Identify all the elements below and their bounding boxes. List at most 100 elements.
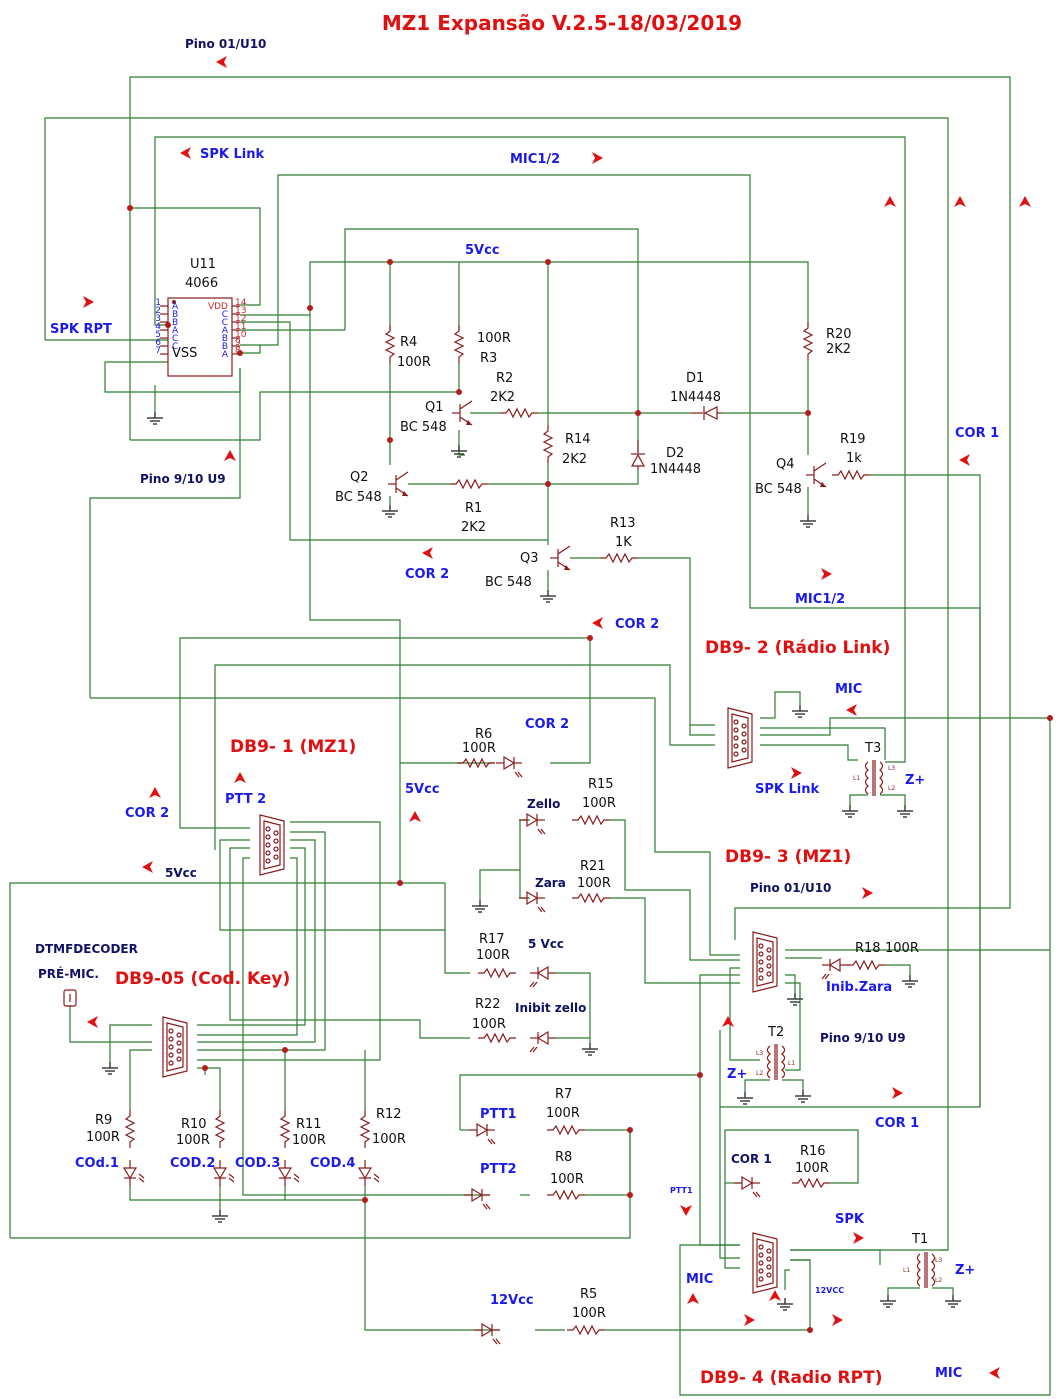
- svg-text:R6: R6: [475, 727, 492, 742]
- svg-text:DB9- 1 (MZ1): DB9- 1 (MZ1): [230, 737, 356, 757]
- ic-value: 4066: [185, 276, 218, 291]
- ic-pin-name: VDD: [208, 302, 228, 312]
- svg-text:5 Vcc: 5 Vcc: [528, 937, 564, 951]
- ic-pin-number: 8: [235, 346, 241, 356]
- svg-text:100R: 100R: [577, 876, 611, 891]
- svg-text:PTT 2: PTT 2: [225, 792, 266, 807]
- svg-text:T1: T1: [911, 1232, 928, 1247]
- svg-text:BC 548: BC 548: [400, 420, 447, 435]
- svg-text:R13: R13: [610, 516, 636, 531]
- svg-text:R12: R12: [376, 1107, 402, 1122]
- transistor-q2: Q2 BC 548: [335, 470, 409, 518]
- svg-text:SPK: SPK: [835, 1212, 865, 1227]
- svg-text:100R: 100R: [795, 1161, 829, 1176]
- svg-text:R18: R18: [855, 941, 881, 956]
- svg-text:100R: 100R: [582, 796, 616, 811]
- ic-pin-name: B: [172, 318, 178, 328]
- ic-pin-number: 4: [155, 322, 161, 332]
- db9-2-connector: DB9- 2 (Rádio Link): [705, 638, 890, 769]
- svg-text:MIC: MIC: [935, 1366, 962, 1381]
- ic-pin-name: C: [222, 310, 228, 320]
- ic-pin-number: 5: [155, 330, 161, 340]
- ic-pin-name: C: [172, 334, 178, 344]
- svg-text:COR 2: COR 2: [405, 567, 449, 582]
- svg-text:PTT1: PTT1: [480, 1107, 517, 1122]
- svg-text:100R: 100R: [397, 355, 431, 370]
- svg-text:SPK Link: SPK Link: [200, 147, 264, 162]
- svg-text:COR 1: COR 1: [955, 426, 999, 441]
- svg-text:100R: 100R: [86, 1130, 120, 1145]
- svg-text:DTMFDECODER: DTMFDECODER: [35, 942, 138, 956]
- svg-text:100R: 100R: [472, 1017, 506, 1032]
- led-ptt1: PTT1: [468, 1107, 517, 1145]
- net-labels: Pino 01/U10 SPK Link MIC1/2 SPK RPT 5Vcc…: [35, 37, 999, 1381]
- svg-text:Pino 9/10 U9: Pino 9/10 U9: [140, 472, 226, 486]
- svg-text:COR 2: COR 2: [615, 617, 659, 632]
- svg-text:100R: 100R: [462, 741, 496, 756]
- svg-text:R16: R16: [800, 1144, 826, 1159]
- svg-text:100R: 100R: [572, 1306, 606, 1321]
- led-cor2: COR 2: [495, 717, 569, 778]
- svg-text:COR 1: COR 1: [731, 1152, 772, 1166]
- svg-text:Z+: Z+: [727, 1067, 747, 1082]
- resistor-r16: R16 100R: [791, 1144, 831, 1188]
- svg-text:R15: R15: [588, 777, 614, 792]
- svg-text:MIC1/2: MIC1/2: [795, 592, 845, 607]
- svg-text:DB9- 3 (MZ1): DB9- 3 (MZ1): [725, 847, 851, 867]
- ic-pin-name: A: [222, 350, 229, 360]
- ic-pin-name: B: [172, 310, 178, 320]
- svg-text:Q4: Q4: [776, 457, 795, 472]
- svg-text:MIC: MIC: [686, 1272, 713, 1287]
- led-cod4: COD.4: [310, 1156, 380, 1187]
- svg-text:L1: L1: [788, 1060, 795, 1067]
- svg-text:Q1: Q1: [425, 400, 444, 415]
- svg-text:2K2: 2K2: [562, 452, 587, 467]
- ic-pin-number: 7: [155, 346, 161, 356]
- svg-text:Q3: Q3: [520, 551, 539, 566]
- svg-text:D2: D2: [666, 446, 684, 461]
- svg-text:Q2: Q2: [350, 470, 369, 485]
- svg-text:Z+: Z+: [955, 1263, 975, 1278]
- svg-text:COR 2: COR 2: [125, 806, 169, 821]
- ic-pin-number: 6: [155, 338, 161, 348]
- svg-text:DB9- 2 (Rádio Link): DB9- 2 (Rádio Link): [705, 638, 890, 658]
- svg-text:R14: R14: [565, 432, 591, 447]
- db9-3-connector: DB9- 3 (MZ1): [725, 847, 851, 993]
- resistor-r15: R15 100R: [571, 777, 616, 825]
- svg-text:100R: 100R: [550, 1172, 584, 1187]
- svg-text:T2: T2: [767, 1025, 784, 1040]
- ic-pin-name: A: [172, 302, 179, 312]
- svg-text:COR 2: COR 2: [525, 717, 569, 732]
- svg-text:1N4448: 1N4448: [650, 462, 701, 477]
- svg-text:2K2: 2K2: [461, 520, 486, 535]
- svg-text:R17: R17: [479, 932, 505, 947]
- svg-text:R20: R20: [826, 327, 852, 342]
- svg-text:R9: R9: [95, 1113, 112, 1128]
- svg-text:12Vcc: 12Vcc: [490, 1293, 534, 1308]
- led-ptt2: PTT2: [463, 1162, 517, 1210]
- svg-text:1K: 1K: [615, 535, 632, 550]
- svg-text:L1: L1: [903, 1267, 910, 1274]
- svg-text:12VCC: 12VCC: [815, 1286, 844, 1295]
- ic-pin-name: C: [222, 318, 228, 328]
- svg-text:DB9- 4 (Radio RPT): DB9- 4 (Radio RPT): [700, 1368, 882, 1388]
- led-cor1: COR 1: [731, 1152, 772, 1198]
- svg-text:Inibit zello: Inibit zello: [515, 1001, 586, 1015]
- ic-pin-number: 2: [155, 306, 161, 316]
- svg-text:2K2: 2K2: [826, 342, 851, 357]
- svg-text:BC 548: BC 548: [335, 490, 382, 505]
